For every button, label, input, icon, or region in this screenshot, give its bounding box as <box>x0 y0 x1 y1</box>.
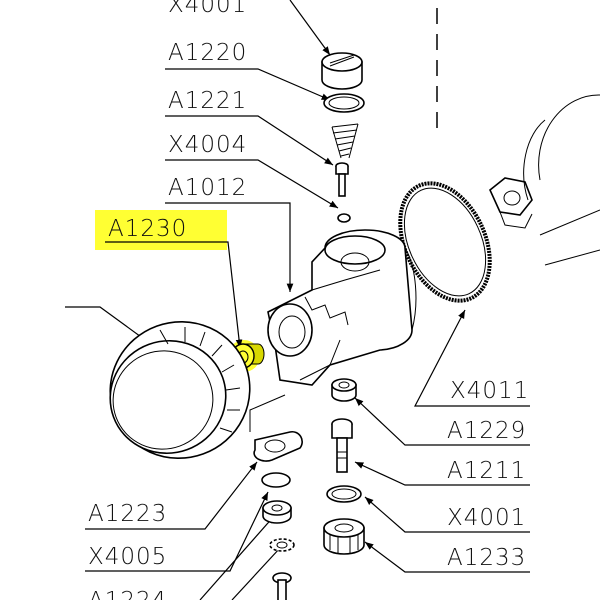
part-partial-ring <box>523 119 546 201</box>
label-a1230: A1230 <box>108 216 187 242</box>
leader-lines <box>65 0 530 600</box>
label-x4001-bottom: X4001 <box>447 505 526 531</box>
label-a1233: A1233 <box>447 545 526 571</box>
part-plate-a1223 <box>253 430 303 462</box>
part-oring-a1220 <box>323 93 365 113</box>
part-ring-nut <box>109 320 251 460</box>
part-seat-a1229 <box>331 378 357 402</box>
label-highlight <box>95 210 227 250</box>
part-pin-x4004 <box>335 162 351 223</box>
label-x4011: X4011 <box>450 378 529 404</box>
part-oring-x4001 <box>326 485 362 503</box>
label-x4004: X4004 <box>168 132 247 158</box>
label-a1221: A1221 <box>168 88 247 114</box>
part-cap <box>321 52 363 90</box>
part-cup-a1233 <box>323 518 365 555</box>
part-washer-a1224 <box>262 500 292 524</box>
label-x4001-top: X4001 <box>168 0 247 18</box>
label-a1229: A1229 <box>447 418 526 444</box>
part-stem-a1211 <box>331 418 353 473</box>
part-screw <box>272 572 292 600</box>
label-a1223: A1223 <box>88 501 167 527</box>
label-a1224: A1224 <box>88 588 167 600</box>
part-hex-nut <box>489 177 533 229</box>
part-lockwasher <box>269 538 295 552</box>
label-x4005: X4005 <box>88 544 167 570</box>
label-a1211: A1211 <box>447 458 526 484</box>
label-a1220: A1220 <box>168 40 247 66</box>
part-partial-ring-2 <box>538 94 600 181</box>
part-spring-a1221 <box>331 123 359 159</box>
part-partial-lines <box>539 209 600 266</box>
part-gasket-x4011 <box>398 181 492 303</box>
part-oring-x4005 <box>261 472 291 488</box>
part-body-a1012 <box>267 229 417 386</box>
label-a1012: A1012 <box>168 175 247 201</box>
